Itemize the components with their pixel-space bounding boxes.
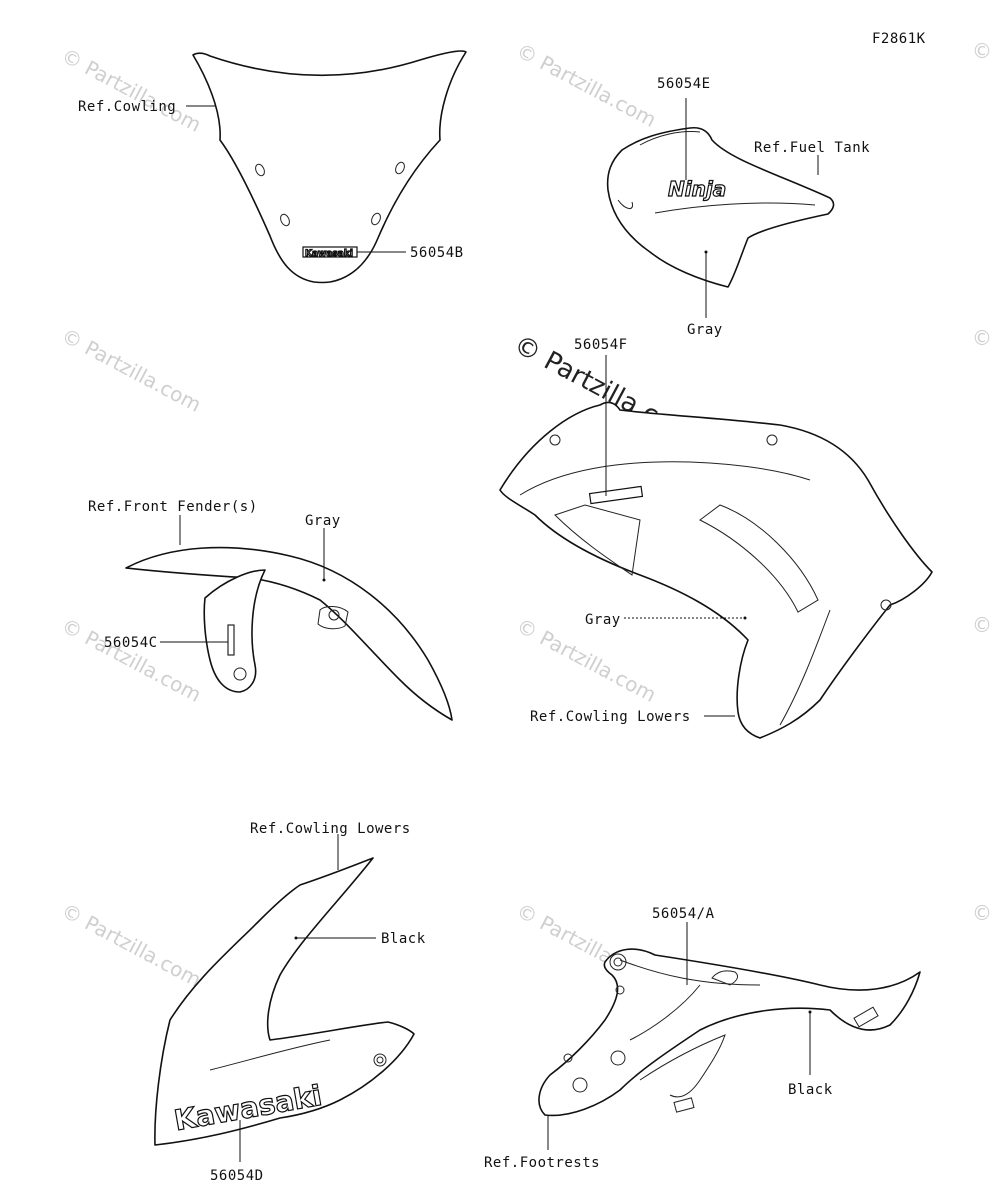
label-ref-cowling: Ref.Cowling [78,99,176,115]
cowling-lower-side-fairing [499,355,933,739]
label-56054C: 56054C [104,635,158,651]
label-ref-cowling-lowers-1: Ref.Cowling Lowers [530,709,691,725]
cowling-lower-inner: Kawasaki [154,834,415,1162]
label-black-footrest: Black [788,1082,833,1098]
label-56054F: 56054F [574,337,628,353]
label-56054B: 56054B [410,245,464,261]
label-gray-cowl-lower: Gray [585,612,621,628]
ninja-decal: Ninja [668,177,726,201]
watermark: © Partzilla.com [58,323,206,417]
watermark: © Partzilla.com [513,38,661,132]
windscreen-cowling: Kawasaki [186,50,467,284]
front-fender [125,515,453,721]
watermark: © Partzilla.com [58,613,206,707]
label-ref-cowling-lowers-2: Ref.Cowling Lowers [250,821,411,837]
watermark-edge: © [972,326,992,350]
label-56054D: 56054D [210,1168,264,1184]
label-ref-front-fender: Ref.Front Fender(s) [88,499,258,515]
label-black-lower: Black [381,931,426,947]
watermark-edge: © [972,39,992,63]
label-gray-fender: Gray [305,513,341,529]
figure-code: F2861K [872,31,926,47]
kawasaki-decal-text: Kawasaki [305,249,353,259]
label-gray-tank: Gray [687,322,723,338]
kawasaki-decal-fender [227,624,235,656]
watermark-edge: © [972,901,992,925]
watermark: © Partzilla.com [58,43,206,137]
label-ref-footrests: Ref.Footrests [484,1155,600,1171]
watermark-edge: © [972,613,992,637]
label-56054A: 56054/A [652,906,715,922]
kawasaki-decal-fairing [588,485,644,505]
label-ref-fuel-tank: Ref.Fuel Tank [754,140,870,156]
footrest-bracket [538,922,921,1150]
watermark: © Partzilla.com [58,898,206,992]
fuel-tank-cover: Ninja [606,98,835,318]
label-56054E: 56054E [657,76,711,92]
